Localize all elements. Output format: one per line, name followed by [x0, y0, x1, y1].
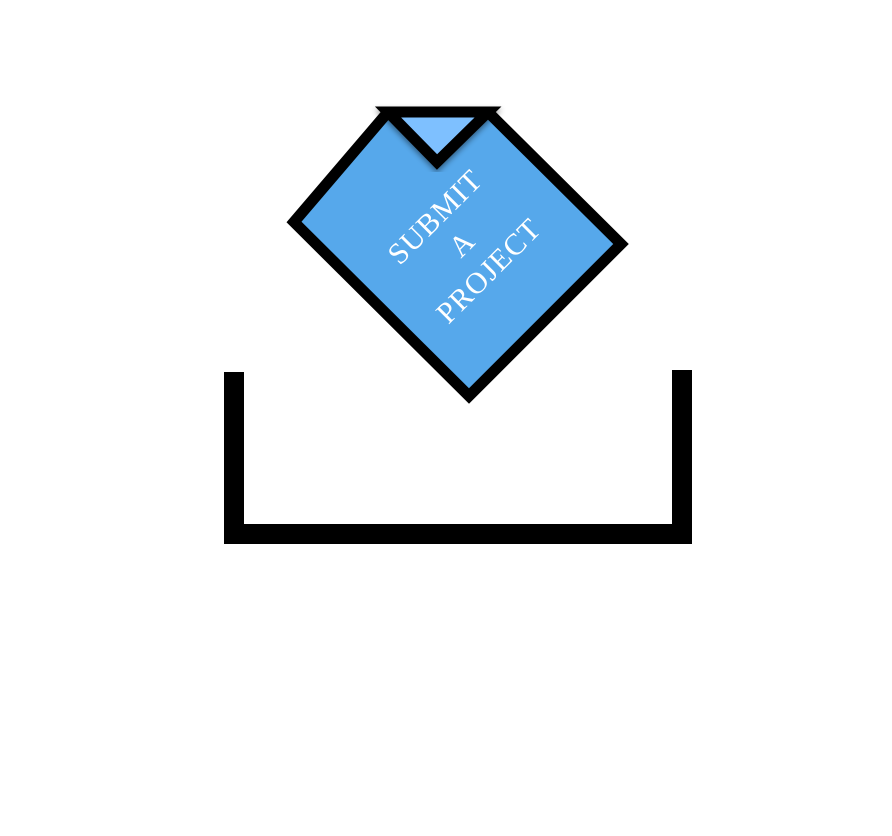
inbox-tray [224, 370, 692, 544]
card-fold-notch [374, 106, 502, 170]
card-body [286, 106, 629, 404]
project-card: SUBMIT A PROJECT [286, 106, 629, 404]
